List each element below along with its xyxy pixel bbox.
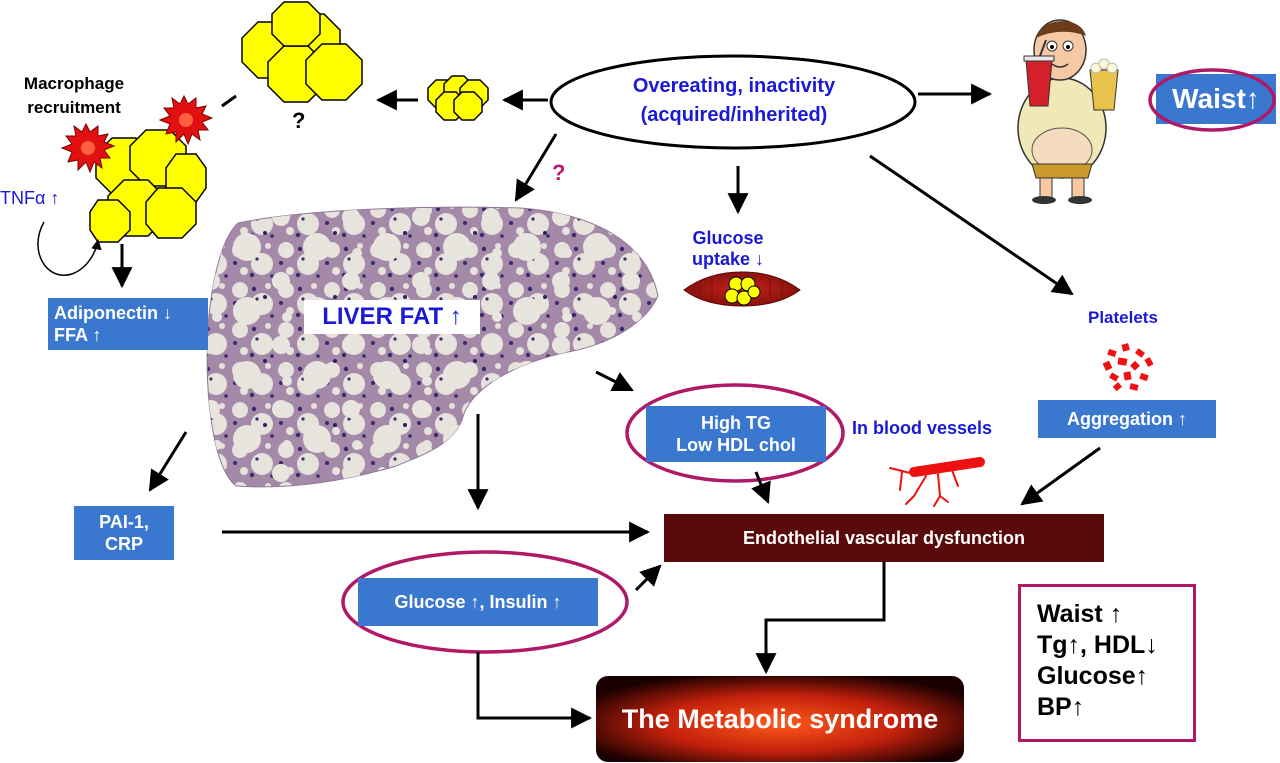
recruitment-dash [221,94,237,108]
summary-waist: Waist ↑ [1037,600,1123,628]
pai-crp-box: PAI-1, CRP [74,506,174,560]
ffa-line: FFA ↑ [54,325,102,345]
macrophage-label-line2: recruitment [27,98,121,117]
tnf-label: TNFα ↑ [0,188,60,208]
tg-hdl-box: High TG Low HDL chol [646,406,826,462]
blood-vessel-icon [889,457,985,507]
tg-hdl-ellipse [625,383,845,483]
central-ellipse [549,54,917,150]
glucose-insulin-ellipse [341,550,629,654]
adiponectin-line: Adiponectin ↓ [54,303,172,323]
waist-badge-box [1156,74,1276,124]
summary-bp: BP↑ [1037,693,1085,721]
metabolic-syndrome-box: The Metabolic syndrome [621,703,939,734]
center-text-line1: Overeating, inactivity [632,75,836,97]
adiponectin-box: Adiponectin ↓ FFA ↑ [48,298,208,350]
adipocyte-cluster-small-icon [427,75,489,121]
waist-badge: Waist↑ [1172,83,1260,114]
cartoon-man-icon [1017,19,1119,204]
aggregation-box: Aggregation ↑ [1038,400,1216,438]
liver-label: LIVER FAT ↑ [322,303,462,330]
question-mark-liver: ? [552,160,566,185]
crp-line: CRP [104,534,143,554]
muscle-icon [683,271,801,307]
high-tg-line: High TG [701,413,771,433]
metabolic-syndrome-box-bg [596,676,964,762]
adipocyte-cluster-inflamed-icon [89,129,207,243]
arrows [111,83,1101,729]
summary-tg-hdl: Tg↑, HDL↓ [1037,631,1158,659]
endothelial-box-bg [664,514,1104,562]
adipocyte-cluster-icon [241,1,363,103]
macrophage-icon [60,94,214,174]
waist-badge-ellipse [1148,68,1276,132]
question-mark-adipose: ? [292,108,306,133]
in-blood-vessels-label: In blood vessels [852,418,993,438]
center-text: Overeating, inactivity (acquired/inherit… [556,72,912,130]
platelets-label: Platelets [1088,308,1158,327]
endothelial-box: Endothelial vascular dysfunction [742,527,1026,548]
glucose-uptake-line2: uptake ↓ [691,249,765,269]
glucose-uptake-line1: Glucose [692,228,764,248]
summary-glucose: Glucose↑ [1037,662,1149,690]
macrophage-label: Macrophage recruitment [4,72,144,120]
center-text-line2: (acquired/inherited) [640,104,828,126]
summary-box: Waist ↑ Tg↑, HDL↓ Glucose↑ BP↑ [1018,584,1196,742]
liver-histology-icon [206,206,659,488]
glucose-uptake-label: Glucose uptake ↓ [670,228,786,270]
platelets-icon [1102,343,1154,392]
tnf-feedback-arrow [37,221,102,276]
pai-line: PAI-1, [99,512,149,532]
glucose-insulin-box: Glucose ↑, Insulin ↑ [358,578,598,626]
liver-label-box: LIVER FAT ↑ [304,300,480,334]
macrophage-label-line1: Macrophage [23,74,125,93]
low-hdl-line: Low HDL chol [676,435,796,455]
